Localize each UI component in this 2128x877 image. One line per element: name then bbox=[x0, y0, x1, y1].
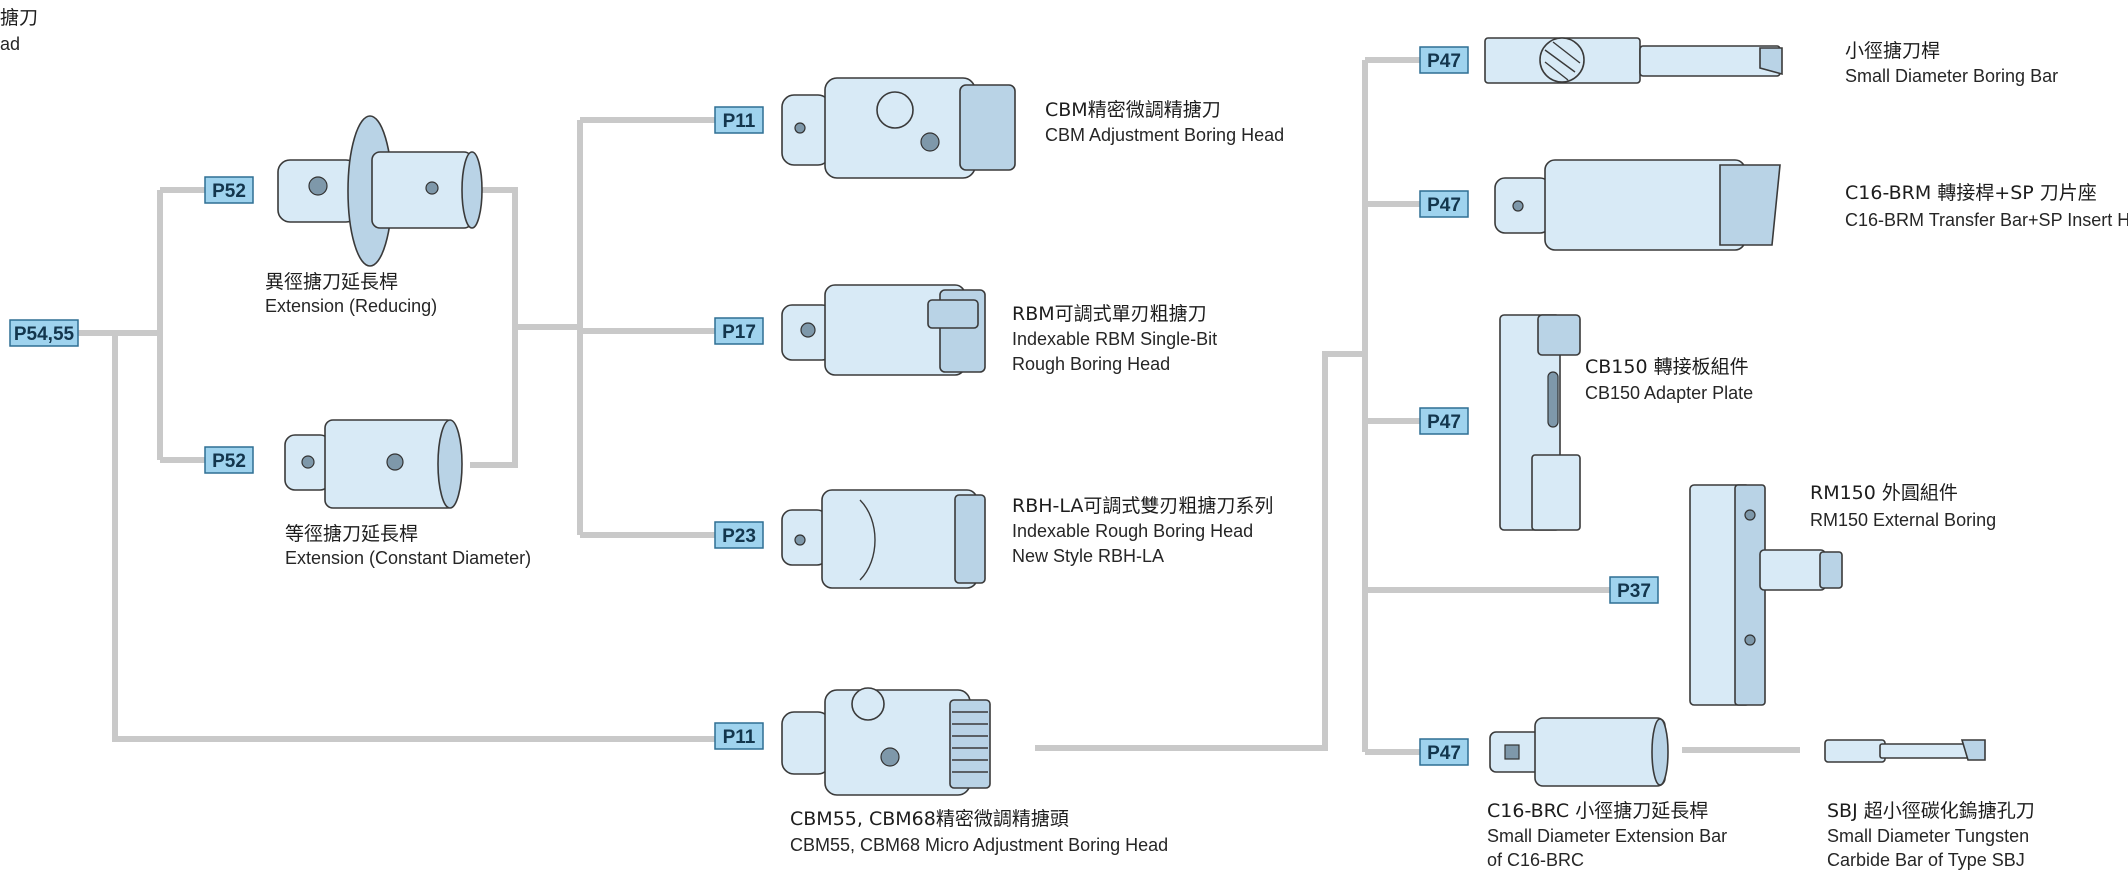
ext-constant-caption: 等徑搪刀延長桿 Extension (Constant Diameter) bbox=[285, 523, 531, 568]
page-badge-cb150[interactable]: P47 bbox=[1419, 407, 1469, 435]
c16-brm-caption: C16-BRM 轉接桿+SP 刀片座 C16-BRM Transfer Bar+… bbox=[1845, 182, 2128, 230]
svg-text:Rough Boring Head: Rough Boring Head bbox=[1012, 354, 1170, 374]
svg-text:CBM精密微調精搪刀: CBM精密微調精搪刀 bbox=[1045, 99, 1221, 121]
svg-text:RBH-LA可調式雙刃粗搪刀系列: RBH-LA可調式雙刃粗搪刀系列 bbox=[1012, 495, 1273, 517]
svg-text:Small Diameter Tungsten: Small Diameter Tungsten bbox=[1827, 826, 2029, 846]
svg-text:RBM可調式單刃粗搪刀: RBM可調式單刃粗搪刀 bbox=[1012, 303, 1207, 325]
svg-text:RM150 外圓組件: RM150 外圓組件 bbox=[1810, 482, 1958, 504]
page-badge-rm150[interactable]: P37 bbox=[1609, 576, 1659, 604]
svg-text:Small Diameter Extension Bar: Small Diameter Extension Bar bbox=[1487, 826, 1727, 846]
c16-brm-tool-illustration bbox=[1494, 159, 1781, 251]
small-bar-tool-illustration bbox=[1484, 37, 1783, 84]
page-badge-root[interactable]: P54,55 bbox=[9, 319, 79, 347]
cbm-caption: CBM精密微調精搪刀 CBM Adjustment Boring Head bbox=[1045, 99, 1284, 145]
ext-reducing-tool-illustration bbox=[277, 115, 483, 267]
page-badge-rbm[interactable]: P17 bbox=[714, 317, 764, 345]
svg-text:P52: P52 bbox=[212, 451, 246, 472]
rbh-caption: RBH-LA可調式雙刃粗搪刀系列 Indexable Rough Boring … bbox=[1012, 495, 1273, 566]
svg-text:New Style RBH-LA: New Style RBH-LA bbox=[1012, 546, 1164, 566]
page-badge-c16-brc[interactable]: P47 bbox=[1419, 738, 1469, 766]
page-badge-cbm55[interactable]: P11 bbox=[714, 722, 764, 750]
top-left-fragment: 搪刀 ad bbox=[0, 7, 38, 54]
small-bar-caption: 小徑搪刀桿 Small Diameter Boring Bar bbox=[1845, 40, 2058, 86]
rbm-tool-illustration bbox=[781, 284, 986, 376]
cbm55-tool-illustration bbox=[781, 687, 991, 796]
svg-text:CB150 Adapter Plate: CB150 Adapter Plate bbox=[1585, 383, 1753, 403]
svg-text:CB150 轉接板組件: CB150 轉接板組件 bbox=[1585, 356, 1749, 378]
svg-text:Extension (Constant Diameter): Extension (Constant Diameter) bbox=[285, 548, 531, 568]
svg-text:小徑搪刀桿: 小徑搪刀桿 bbox=[1845, 40, 1940, 62]
svg-text:Carbide Bar of Type SBJ: Carbide Bar of Type SBJ bbox=[1827, 850, 2025, 870]
page-badge-ext-reducing[interactable]: P52 bbox=[204, 176, 254, 204]
svg-text:P47: P47 bbox=[1427, 743, 1461, 764]
top-left-fragment-zh: 搪刀 bbox=[0, 7, 38, 29]
page-badge-small-bar[interactable]: P47 bbox=[1419, 46, 1469, 74]
svg-text:P17: P17 bbox=[722, 322, 756, 343]
rbm-caption: RBM可調式單刃粗搪刀 Indexable RBM Single-Bit Rou… bbox=[1012, 303, 1217, 374]
svg-text:C16-BRC 小徑搪刀延長桿: C16-BRC 小徑搪刀延長桿 bbox=[1487, 800, 1708, 822]
svg-text:等徑搪刀延長桿: 等徑搪刀延長桿 bbox=[285, 523, 418, 545]
svg-text:P11: P11 bbox=[723, 111, 756, 132]
svg-text:P54,55: P54,55 bbox=[14, 324, 75, 345]
svg-text:of C16-BRC: of C16-BRC bbox=[1487, 850, 1584, 870]
sbj-tool-illustration bbox=[1824, 739, 1986, 763]
svg-text:異徑搪刀延長桿: 異徑搪刀延長桿 bbox=[265, 271, 398, 293]
rm150-caption: RM150 外圓組件 RM150 External Boring bbox=[1810, 482, 1996, 530]
svg-text:P47: P47 bbox=[1427, 195, 1461, 216]
ext-reducing-caption: 異徑搪刀延長桿 Extension (Reducing) bbox=[265, 271, 437, 316]
svg-text:P37: P37 bbox=[1617, 581, 1651, 602]
rm150-tool-illustration bbox=[1689, 484, 1843, 706]
svg-text:P47: P47 bbox=[1427, 51, 1461, 72]
cb150-caption: CB150 轉接板組件 CB150 Adapter Plate bbox=[1585, 356, 1753, 403]
svg-text:RM150 External Boring: RM150 External Boring bbox=[1810, 510, 1996, 530]
svg-text:CBM Adjustment Boring Head: CBM Adjustment Boring Head bbox=[1045, 125, 1284, 145]
svg-text:CBM55, CBM68精密微調精搪頭: CBM55, CBM68精密微調精搪頭 bbox=[790, 808, 1069, 830]
svg-text:Small Diameter Boring Bar: Small Diameter Boring Bar bbox=[1845, 66, 2058, 86]
page-badge-rbh[interactable]: P23 bbox=[714, 521, 764, 549]
c16-brc-tool-illustration bbox=[1489, 717, 1669, 787]
svg-text:Extension (Reducing): Extension (Reducing) bbox=[265, 296, 437, 316]
sbj-caption: SBJ 超小徑碳化鎢搪孔刀 Small Diameter Tungsten Ca… bbox=[1827, 800, 2035, 870]
top-left-fragment-en: ad bbox=[0, 34, 20, 54]
page-badge-c16-brm[interactable]: P47 bbox=[1419, 190, 1469, 218]
cbm-tool-illustration bbox=[781, 77, 1016, 179]
page-badge-cbm[interactable]: P11 bbox=[714, 106, 764, 134]
c16-brc-caption: C16-BRC 小徑搪刀延長桿 Small Diameter Extension… bbox=[1487, 800, 1727, 870]
svg-text:Indexable RBM Single-Bit: Indexable RBM Single-Bit bbox=[1012, 329, 1217, 349]
svg-text:SBJ 超小徑碳化鎢搪孔刀: SBJ 超小徑碳化鎢搪孔刀 bbox=[1827, 800, 2035, 822]
svg-text:CBM55, CBM68 Micro Adjustment: CBM55, CBM68 Micro Adjustment Boring Hea… bbox=[790, 835, 1168, 855]
ext-constant-tool-illustration bbox=[284, 419, 463, 509]
rbh-tool-illustration bbox=[781, 489, 986, 589]
svg-text:P47: P47 bbox=[1427, 412, 1461, 433]
svg-text:P11: P11 bbox=[723, 727, 756, 748]
svg-text:P23: P23 bbox=[722, 526, 756, 547]
page-badge-ext-constant[interactable]: P52 bbox=[204, 446, 254, 474]
svg-text:P52: P52 bbox=[212, 181, 246, 202]
svg-text:C16-BRM Transfer Bar+SP Insert: C16-BRM Transfer Bar+SP Insert Holder bbox=[1845, 210, 2128, 230]
cb150-tool-illustration bbox=[1499, 314, 1581, 531]
svg-text:Indexable Rough Boring Head: Indexable Rough Boring Head bbox=[1012, 521, 1253, 541]
svg-text:C16-BRM 轉接桿+SP 刀片座: C16-BRM 轉接桿+SP 刀片座 bbox=[1845, 182, 2097, 204]
cbm55-caption: CBM55, CBM68精密微調精搪頭 CBM55, CBM68 Micro A… bbox=[790, 808, 1168, 855]
connector-lines bbox=[78, 57, 1800, 755]
